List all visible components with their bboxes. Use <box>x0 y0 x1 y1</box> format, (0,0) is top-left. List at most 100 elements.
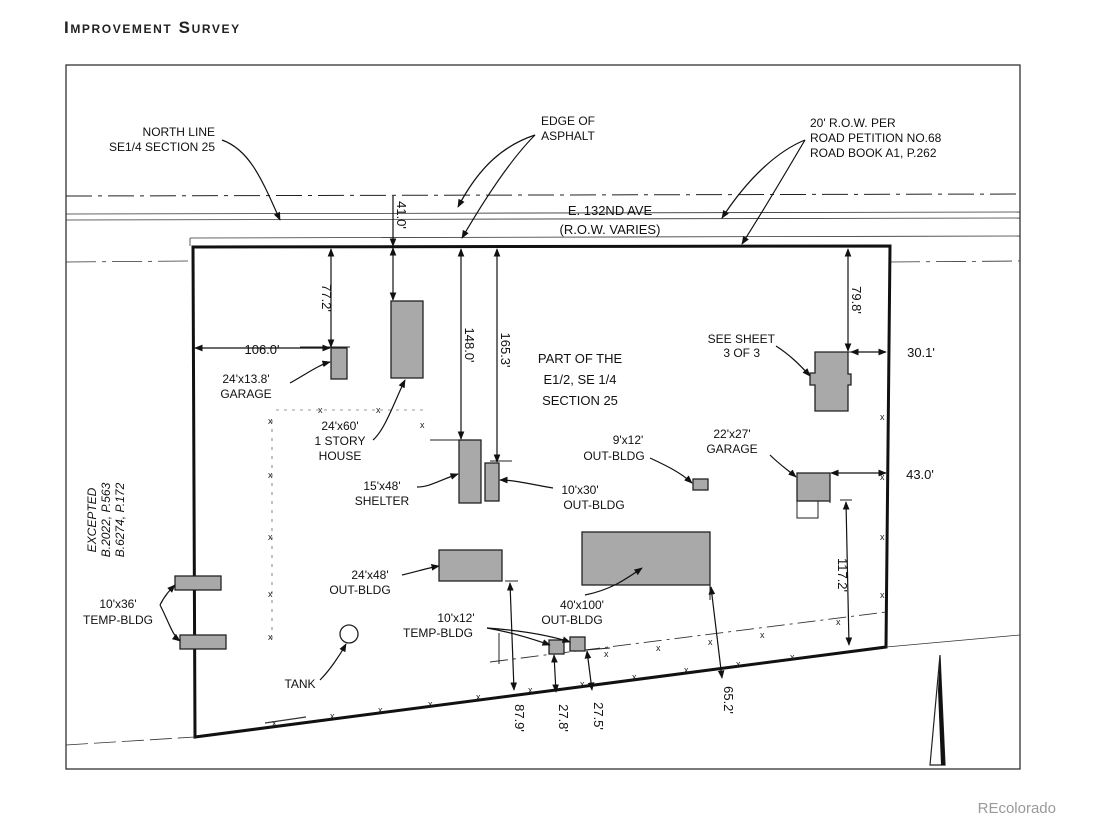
shelter-name: SHELTER <box>355 494 410 508</box>
svg-text:x: x <box>528 685 533 695</box>
road-lines <box>65 193 1021 263</box>
svg-text:x: x <box>268 589 273 599</box>
svg-text:x: x <box>604 649 609 659</box>
out10x30-size: 10'x30' <box>561 483 598 497</box>
house-story: 1 STORY <box>315 434 366 448</box>
dim-117: 117.2' <box>835 558 850 592</box>
north-line-text-2: SE1/4 SECTION 25 <box>109 140 215 154</box>
svg-text:x: x <box>272 718 277 728</box>
north-arrow-icon <box>929 654 946 766</box>
temp10x12-name: TEMP-BLDG <box>403 626 473 640</box>
temp-bldg-10x12-a <box>548 639 565 655</box>
dimension-arrows <box>194 196 887 693</box>
page-title: Improvement Survey <box>64 18 241 37</box>
dim-43: 43.0' <box>906 467 934 482</box>
dim-148: 148.0' <box>462 327 477 362</box>
garage-small-size: 24'x13.8' <box>222 372 269 386</box>
dim-27-8: 27.8' <box>556 704 571 732</box>
svg-text:x: x <box>880 532 885 542</box>
excepted-text-3: B.6274, P.172 <box>113 482 127 557</box>
out-bldg-24x48 <box>438 549 503 582</box>
house-building <box>390 300 424 379</box>
parcel-boundary <box>191 244 892 739</box>
tank-symbol <box>339 624 359 644</box>
svg-text:x: x <box>268 532 273 542</box>
garage-22x27-building <box>796 472 831 502</box>
temp-bldg-10x12-b <box>569 636 586 652</box>
road-name: E. 132ND AVE <box>568 203 653 218</box>
see-sheet-text-2: 3 OF 3 <box>723 346 760 360</box>
temp-bldg-10x36-b <box>179 634 227 650</box>
temp10x12-size: 10'x12' <box>437 611 474 625</box>
edge-text-2: ASPHALT <box>541 129 595 143</box>
house-name: HOUSE <box>319 449 362 463</box>
garage22-name: GARAGE <box>706 442 757 456</box>
shelter-building <box>458 439 482 504</box>
svg-text:x: x <box>880 590 885 600</box>
svg-text:x: x <box>420 420 425 430</box>
garage22-size: 22'x27' <box>713 427 750 441</box>
svg-text:x: x <box>684 665 689 675</box>
out10x30-name: OUT-BLDG <box>563 498 624 512</box>
garage-small-building <box>330 347 348 380</box>
out40x100-size: 40'x100' <box>560 598 604 612</box>
dim-165: 165.3' <box>498 332 513 367</box>
see-sheet-label: SEE SHEET 3 OF 3 <box>708 332 776 360</box>
parcel-label: PART OF THE E1/2, SE 1/4 SECTION 25 <box>538 351 623 408</box>
dimension-labels: 41.0' 77.2' 106.0' 148.0' 165.3' 79.8' 3… <box>244 201 934 732</box>
parcel-text-2: E1/2, SE 1/4 <box>544 372 617 387</box>
callout-edge-of-asphalt: EDGE OF ASPHALT <box>541 114 596 143</box>
road-label: E. 132ND AVE (R.O.W. VARIES) <box>560 203 661 237</box>
svg-text:x: x <box>836 617 841 627</box>
leader-lines <box>159 134 811 681</box>
out-bldg-9x12 <box>692 478 709 491</box>
garage-22x27-outline <box>796 501 819 519</box>
svg-text:x: x <box>318 405 323 415</box>
svg-text:x: x <box>476 692 481 702</box>
dim-77: 77.2' <box>319 284 334 312</box>
road-row: (R.O.W. VARIES) <box>560 222 661 237</box>
callout-north-line: NORTH LINE SE1/4 SECTION 25 <box>109 125 215 154</box>
svg-text:x: x <box>708 637 713 647</box>
svg-text:x: x <box>376 405 381 415</box>
svg-text:x: x <box>428 699 433 709</box>
north-line-text-1: NORTH LINE <box>143 125 215 139</box>
parcel-text-3: SECTION 25 <box>542 393 618 408</box>
row-text-2: ROAD PETITION NO.68 <box>810 131 942 145</box>
excepted-text-1: EXCEPTED <box>85 487 99 552</box>
excepted-label: EXCEPTED B.2022, P.563 B.6274, P.172 <box>85 482 127 557</box>
temp10x36-name: TEMP-BLDG <box>83 613 153 627</box>
row-text-3: ROAD BOOK A1, P.262 <box>810 146 937 160</box>
out40x100-name: OUT-BLDG <box>541 613 602 627</box>
svg-text:x: x <box>656 643 661 653</box>
svg-text:x: x <box>268 470 273 480</box>
svg-text:x: x <box>330 711 335 721</box>
dim-30: 30.1' <box>907 345 935 360</box>
see-sheet-building <box>809 351 852 412</box>
out-bldg-10x30 <box>484 462 500 502</box>
out24x48-size: 24'x48' <box>351 568 388 582</box>
svg-text:x: x <box>268 416 273 426</box>
svg-text:x: x <box>632 672 637 682</box>
see-sheet-text-1: SEE SHEET <box>708 332 776 346</box>
svg-text:x: x <box>268 632 273 642</box>
svg-text:x: x <box>378 705 383 715</box>
excepted-text-2: B.2022, P.563 <box>99 482 113 557</box>
dim-41: 41.0' <box>394 201 409 229</box>
svg-text:x: x <box>790 652 795 662</box>
tank-label: TANK <box>284 677 315 691</box>
svg-text:x: x <box>760 630 765 640</box>
parcel-text-1: PART OF THE <box>538 351 623 366</box>
row-text-1: 20' R.O.W. PER <box>810 116 896 130</box>
edge-text-1: EDGE OF <box>541 114 595 128</box>
svg-text:x: x <box>580 679 585 689</box>
lower-boundary-lines <box>65 611 1021 746</box>
dim-87: 87.9' <box>512 704 527 732</box>
watermark-logo: REcolorado <box>977 800 1056 817</box>
temp10x36-size: 10'x36' <box>99 597 136 611</box>
shelter-size: 15'x48' <box>363 479 400 493</box>
dim-27-5: 27.5' <box>591 702 606 730</box>
svg-text:x: x <box>880 412 885 422</box>
garage-small-name: GARAGE <box>220 387 271 401</box>
